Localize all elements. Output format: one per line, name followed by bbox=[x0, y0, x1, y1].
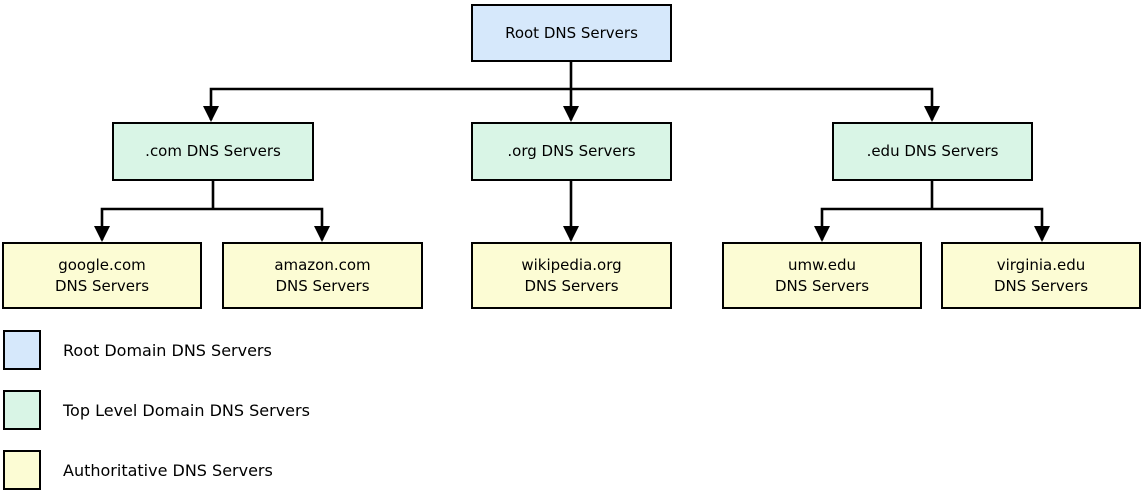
legend-label-authoritative: Authoritative DNS Servers bbox=[63, 460, 273, 480]
legend-item-root-domain: Root Domain DNS Servers bbox=[3, 330, 272, 370]
connector-tld-bus bbox=[209, 87, 934, 120]
node-com-dns-servers: .com DNS Servers bbox=[112, 122, 314, 181]
node-label: umw.edu DNS Servers bbox=[774, 255, 870, 295]
arrow-down-icon bbox=[1034, 226, 1050, 242]
connector-com-bus bbox=[100, 207, 324, 240]
legend-swatch-root-domain bbox=[3, 330, 41, 370]
arrow-down-icon bbox=[94, 226, 110, 242]
arrow-down-icon bbox=[563, 106, 579, 122]
node-google-com-dns-servers: google.com DNS Servers bbox=[2, 242, 202, 309]
node-label: virginia.edu DNS Servers bbox=[993, 255, 1089, 295]
node-root-dns-servers: Root DNS Servers bbox=[471, 4, 672, 62]
node-org-dns-servers: .org DNS Servers bbox=[471, 122, 672, 181]
node-wikipedia-org-dns-servers: wikipedia.org DNS Servers bbox=[471, 242, 672, 309]
legend-item-top-level-domain: Top Level Domain DNS Servers bbox=[3, 390, 310, 430]
node-virginia-edu-dns-servers: virginia.edu DNS Servers bbox=[941, 242, 1141, 309]
node-umw-edu-dns-servers: umw.edu DNS Servers bbox=[722, 242, 922, 309]
node-amazon-com-dns-servers: amazon.com DNS Servers bbox=[222, 242, 423, 309]
node-label: google.com DNS Servers bbox=[54, 255, 150, 295]
arrow-down-icon bbox=[814, 226, 830, 242]
node-label: amazon.com DNS Servers bbox=[274, 255, 371, 295]
legend-swatch-top-level-domain bbox=[3, 390, 41, 430]
connector-edu-bus bbox=[820, 207, 1044, 240]
legend-label-root-domain: Root Domain DNS Servers bbox=[63, 340, 272, 360]
legend-swatch-authoritative bbox=[3, 450, 41, 490]
legend-label-top-level-domain: Top Level Domain DNS Servers bbox=[63, 400, 310, 420]
node-label: wikipedia.org DNS Servers bbox=[521, 255, 622, 295]
node-edu-dns-servers: .edu DNS Servers bbox=[832, 122, 1033, 181]
legend-item-authoritative: Authoritative DNS Servers bbox=[3, 450, 273, 490]
arrow-down-icon bbox=[924, 106, 940, 122]
arrow-down-icon bbox=[563, 226, 579, 242]
arrow-down-icon bbox=[314, 226, 330, 242]
arrow-down-icon bbox=[203, 106, 219, 122]
